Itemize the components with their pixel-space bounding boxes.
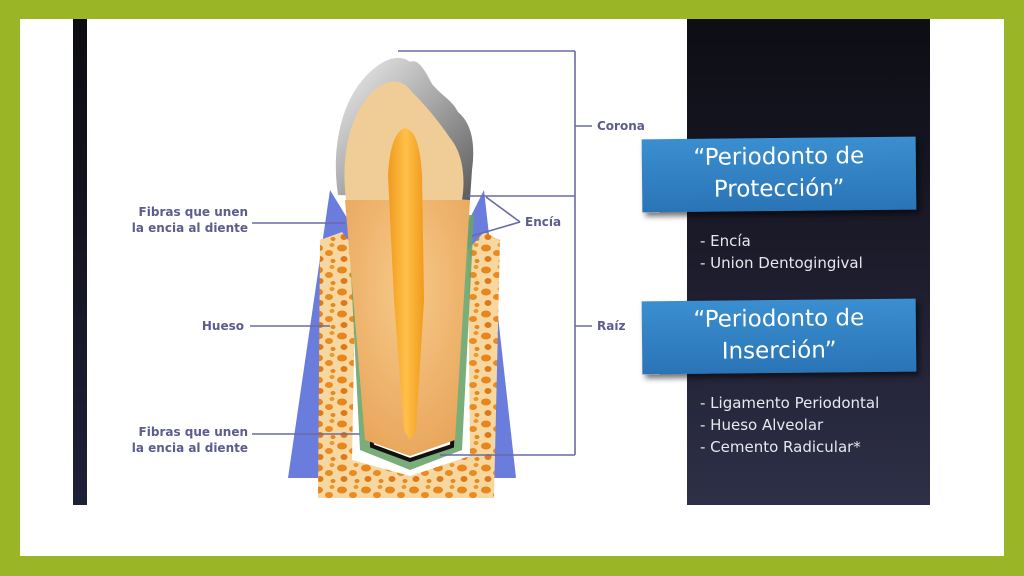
alveolar-bone <box>318 232 500 498</box>
banner-proteccion-line2: Protección” <box>713 175 845 203</box>
pulp <box>388 128 424 440</box>
label-fibras-bottom: Fibras que unen la encia al diente <box>108 424 248 456</box>
list-item: - Encía <box>700 232 751 250</box>
banner-proteccion-line1: “Periodonto de <box>693 143 865 171</box>
label-fibras-bottom-line1: Fibras que unen <box>138 425 248 439</box>
list-proteccion: - Encía - Union Dentogingival <box>700 230 863 274</box>
list-insercion: - Ligamento Periodontal - Hueso Alveolar… <box>700 392 879 458</box>
list-item: - Cemento Radicular* <box>700 438 861 456</box>
banner-periodonto-insercion: “Periodonto de Inserción” <box>641 298 917 375</box>
list-item: - Hueso Alveolar <box>700 416 824 434</box>
label-fibras-top-line1: Fibras que unen <box>138 205 248 219</box>
right-panel <box>687 19 930 505</box>
label-fibras-bottom-line2: la encia al diente <box>131 441 248 455</box>
label-corona: Corona <box>597 119 645 133</box>
banner-periodonto-proteccion: “Periodonto de Protección” <box>641 136 917 213</box>
label-raiz: Raíz <box>597 319 626 333</box>
label-fibras-top-line2: la encia al diente <box>131 221 248 235</box>
list-item: - Ligamento Periodontal <box>700 394 880 412</box>
list-item: - Union Dentogingival <box>700 254 863 272</box>
banner-insercion-line2: Inserción” <box>721 337 837 365</box>
label-hueso: Hueso <box>201 319 244 333</box>
label-encia: Encía <box>525 215 562 229</box>
label-fibras-top: Fibras que unen la encia al diente <box>108 204 248 236</box>
banner-insercion-line1: “Periodonto de <box>693 305 865 333</box>
